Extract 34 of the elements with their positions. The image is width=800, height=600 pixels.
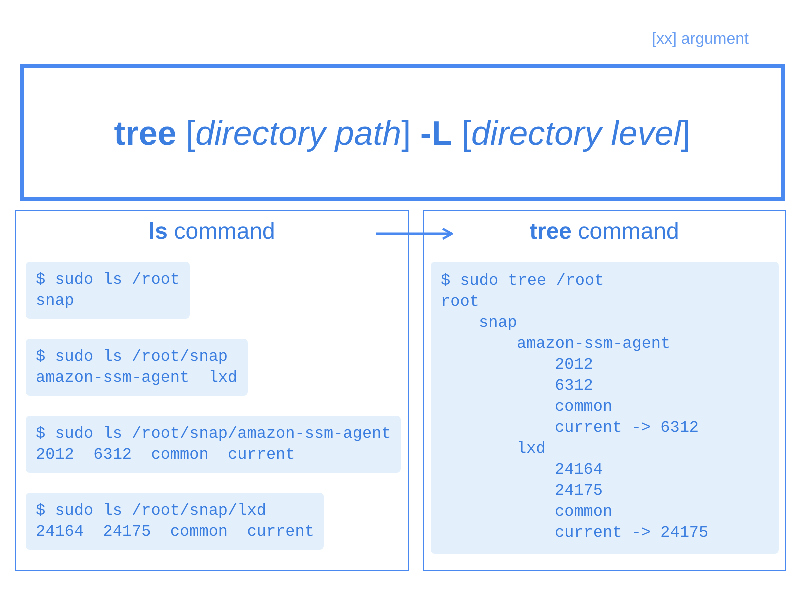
code-line: amazon-ssm-agent (517, 335, 671, 353)
code-line: 2012 (555, 356, 594, 374)
code-line: $ sudo ls /root/snap/amazon-ssm-agent (36, 425, 392, 443)
code-line: current -> 24175 (555, 524, 709, 542)
code-line: snap (479, 314, 518, 332)
arrow (376, 228, 454, 240)
panel-heading: ls command (148, 217, 276, 245)
code-line: $ sudo ls /root (36, 271, 180, 289)
code-line: $ sudo ls /root/snap (36, 348, 228, 366)
code-block (431, 262, 779, 554)
code-block (26, 493, 324, 550)
panel-heading: tree command (528, 217, 680, 245)
code-line: snap (36, 292, 74, 310)
panel (15, 210, 409, 571)
code-line: 24164 (555, 461, 604, 479)
panel (423, 210, 786, 571)
code-line: 2012 6312 common current (36, 446, 296, 464)
command-syntax: tree [directory path] -L [directory level] (113, 114, 692, 154)
code-line: 6312 (555, 377, 594, 395)
code-line: common (555, 503, 613, 521)
code-line: $ sudo tree /root (441, 272, 604, 290)
legend-note: [xx] argument (652, 31, 749, 49)
syntax-box (20, 64, 785, 201)
code-line: $ sudo ls /root/snap/lxd (36, 502, 266, 520)
code-line: lxd (517, 440, 546, 458)
code-block (26, 262, 190, 319)
code-block (26, 339, 248, 396)
code-block (26, 416, 402, 473)
code-line: 24164 24175 common current (36, 523, 314, 541)
code-line: common (555, 398, 613, 416)
code-line: 24175 (555, 482, 604, 500)
code-line: root (441, 293, 480, 311)
code-line: amazon-ssm-agent lxd (36, 369, 238, 387)
code-line: current -> 6312 (555, 419, 700, 437)
